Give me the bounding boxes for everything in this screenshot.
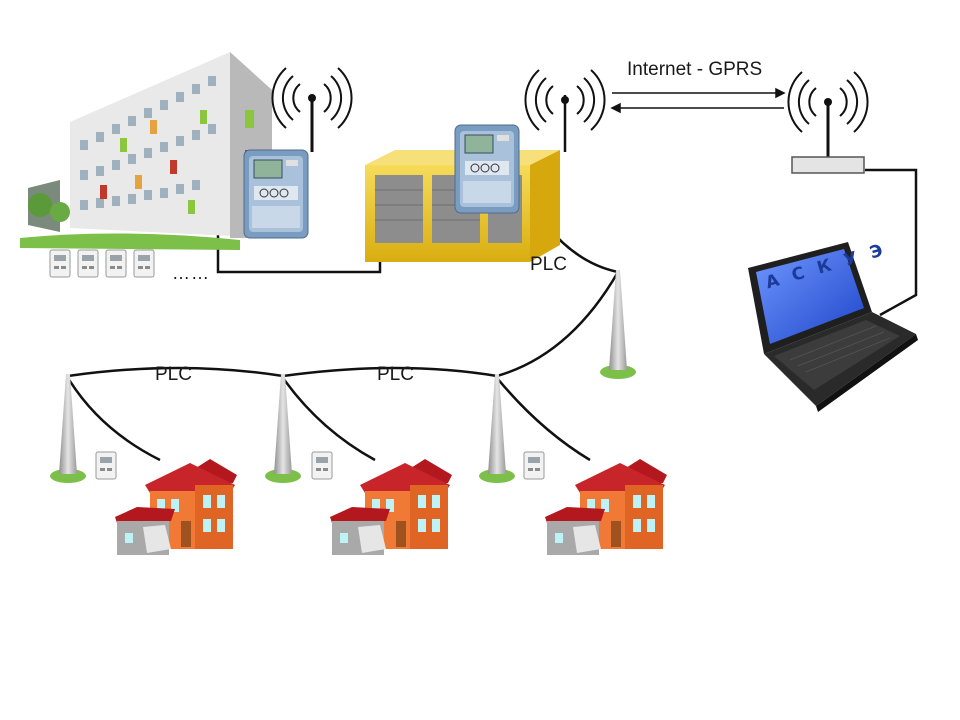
house-icon: [545, 459, 667, 555]
laptop-icon: [748, 242, 918, 412]
bidirectional-arrows: [610, 87, 786, 114]
substation-meter-icon: [454, 124, 520, 214]
power-pole-icon: [600, 270, 636, 379]
power-pole-icon: [479, 374, 515, 483]
house-meter-icon: [311, 451, 333, 480]
house-meter-icon: [95, 451, 117, 480]
plc-label-substation: PLC: [530, 254, 567, 275]
drop-line-house-1: [66, 377, 161, 462]
router-icon: [791, 156, 865, 174]
electricity-meter-icon: [133, 249, 155, 278]
apartment-building-icon: [20, 52, 272, 250]
internet-gprs-label: Internet - GPRS: [627, 59, 763, 80]
router-antenna-icon: [787, 71, 869, 158]
house-meter-icon: [523, 451, 545, 480]
plc-label-left: PLC: [155, 364, 192, 385]
house-icon: [330, 459, 452, 555]
plc-label-middle: PLC: [377, 364, 414, 385]
electricity-meter-icon: [105, 249, 127, 278]
electricity-meter-icon: [77, 249, 99, 278]
electricity-meter-icon: [49, 249, 71, 278]
building-meter-icon: [243, 149, 309, 239]
power-pole-icon: [50, 374, 86, 483]
plc-line-main: [67, 271, 620, 378]
drop-line-house-3: [496, 377, 591, 462]
drop-line-house-2: [281, 377, 376, 462]
wire-router-to-laptop: [865, 168, 918, 317]
house-icon: [115, 459, 237, 555]
apartment-meters-row: [49, 249, 155, 278]
more-meters-ellipsis: ……: [172, 263, 210, 283]
building-antenna-icon: [271, 67, 353, 152]
power-pole-icon: [265, 374, 301, 483]
